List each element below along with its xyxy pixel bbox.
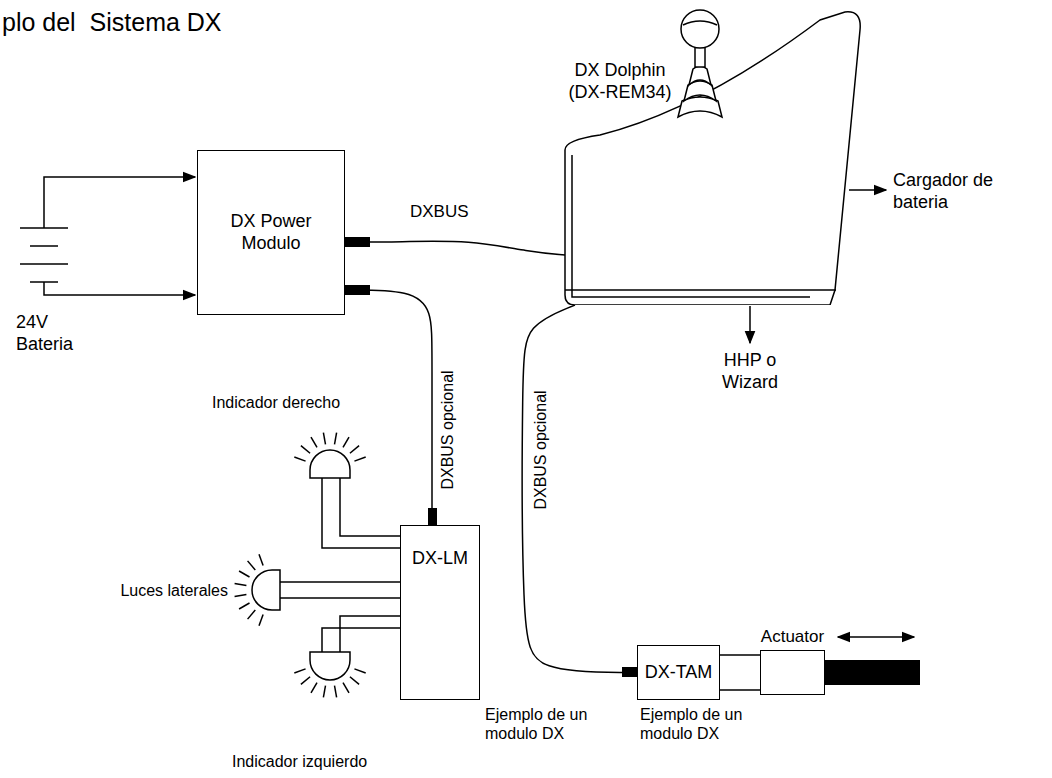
battery-symbol bbox=[20, 177, 195, 295]
light-ray bbox=[239, 603, 249, 609]
light-ray bbox=[259, 614, 263, 625]
lights-module-box: DX-LM bbox=[400, 525, 480, 700]
light-ray bbox=[311, 437, 317, 447]
actuator-rod bbox=[825, 637, 920, 685]
power-module-box: DX Power Modulo bbox=[197, 150, 345, 315]
bus-cable bbox=[522, 305, 637, 673]
module-note: Ejemplo de un modulo DX bbox=[640, 705, 758, 743]
module-label: DX-LM bbox=[401, 526, 479, 570]
light-ray bbox=[301, 677, 310, 685]
light-ray bbox=[239, 571, 249, 577]
actuator-module-box: DX-TAM bbox=[637, 645, 720, 700]
part-heading: Actuator bbox=[751, 627, 834, 647]
light-ray bbox=[248, 610, 256, 619]
light-ray bbox=[343, 437, 349, 447]
light-ray bbox=[343, 683, 349, 693]
output-label: Cargador de bateria bbox=[893, 170, 1033, 213]
light-ray bbox=[323, 686, 325, 698]
bus-cable bbox=[345, 241, 565, 255]
light-ray bbox=[259, 554, 263, 565]
module-label: DX-TAM bbox=[645, 662, 713, 684]
light-ray bbox=[311, 683, 317, 693]
light-ray bbox=[323, 433, 325, 445]
bus-label: DXBUS bbox=[408, 203, 471, 220]
output-label: HHP o Wizard bbox=[705, 350, 795, 393]
controller-shape: DX Dolphin (DX-REM34) bbox=[560, 5, 870, 305]
light-ray bbox=[335, 433, 337, 445]
bus-label: DXBUS opcional bbox=[440, 368, 456, 491]
bus-cable bbox=[345, 290, 432, 525]
diagram-title: plo del Sistema DX bbox=[2, 8, 222, 37]
battery-label: 24V Bateria bbox=[16, 312, 96, 355]
lamp-label: Indicador izquierdo bbox=[232, 752, 392, 771]
bus-cable bbox=[720, 655, 760, 690]
light-ray bbox=[294, 457, 305, 461]
light-ray bbox=[354, 669, 365, 673]
bus-label: DXBUS opcional bbox=[533, 388, 549, 511]
controller-outline bbox=[560, 5, 870, 305]
light-ray bbox=[235, 595, 247, 597]
light-ray bbox=[294, 669, 305, 673]
lamp-label: Indicador derecho bbox=[212, 393, 362, 412]
actuator-box: Actuator bbox=[760, 650, 825, 695]
light-ray bbox=[301, 446, 310, 454]
light-ray bbox=[235, 583, 247, 585]
module-note: Ejemplo de un modulo DX bbox=[485, 705, 603, 743]
light-ray bbox=[354, 457, 365, 461]
light-ray bbox=[350, 677, 359, 685]
light-ray bbox=[248, 561, 256, 570]
lamp-label: Luces laterales bbox=[100, 581, 228, 600]
module-label: DX Dolphin (DX-REM34) bbox=[568, 60, 672, 103]
light-ray bbox=[335, 686, 337, 698]
module-label: DX Power Modulo bbox=[216, 211, 326, 254]
light-ray bbox=[350, 446, 359, 454]
lamp-symbols bbox=[235, 433, 400, 698]
